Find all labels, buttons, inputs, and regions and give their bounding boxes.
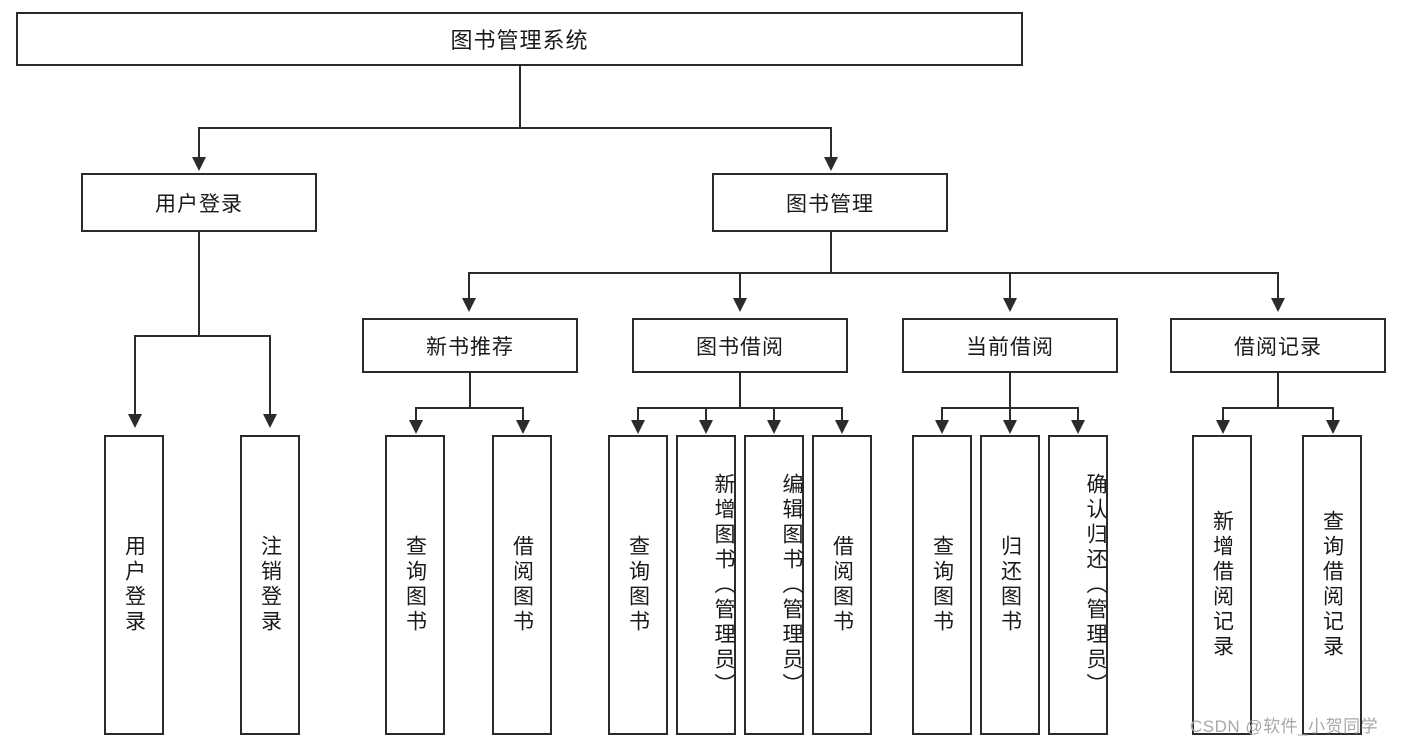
connector-bm-to-current-borrow [1009, 272, 1011, 299]
node-label: 新书推荐 [426, 335, 514, 359]
connector-bm-to-book-borrow [739, 272, 741, 299]
connector-borrow-record-bus [1222, 407, 1332, 409]
arrow-bm-to-borrow-record [1271, 298, 1285, 312]
node-label: 借阅图书 [830, 535, 854, 635]
node-borrow-record[interactable]: 借阅记录 [1170, 318, 1386, 373]
connector-bb-to-leaf-1 [637, 407, 639, 421]
connector-book-management-stem [830, 232, 832, 273]
connector-book-borrow-bus [637, 407, 842, 409]
connector-cb-to-leaf-2 [1009, 407, 1011, 421]
node-new-book-recommend[interactable]: 新书推荐 [362, 318, 578, 373]
connector-new-book-stem [469, 373, 471, 408]
arrow-bb-to-leaf-3 [767, 420, 781, 434]
connector-root-to-book-management [830, 127, 832, 158]
connector-user-login-bus [134, 335, 270, 337]
node-label: 归还图书 [998, 535, 1022, 635]
watermark-text: CSDN @软件_小贺同学 [1190, 717, 1379, 736]
connector-bb-to-leaf-3 [773, 407, 775, 421]
leaf-query-book-current[interactable]: 查询图书 [912, 435, 972, 735]
connector-root-bus [198, 127, 831, 129]
arrow-bm-to-new-book [462, 298, 476, 312]
node-label: 用户登录 [122, 535, 146, 635]
node-book-management[interactable]: 图书管理 [712, 173, 948, 232]
connector-bm-to-borrow-record [1277, 272, 1279, 299]
node-label: 图书借阅 [696, 335, 784, 359]
arrow-bm-to-current-borrow [1003, 298, 1017, 312]
arrow-user-login-to-leaf-2 [263, 414, 277, 428]
connector-user-login-to-leaf-1 [134, 335, 136, 415]
node-label: 图书管理系统 [450, 28, 589, 53]
leaf-query-book-recommend[interactable]: 查询图书 [385, 435, 445, 735]
leaf-query-borrow-record[interactable]: 查询借阅记录 [1302, 435, 1362, 735]
arrow-bm-to-book-borrow [733, 298, 747, 312]
connector-cb-to-leaf-1 [941, 407, 943, 421]
connector-current-borrow-stem [1009, 373, 1011, 408]
connector-user-login-to-leaf-2 [269, 335, 271, 415]
arrow-bb-to-leaf-2 [699, 420, 713, 434]
node-label: 借阅图书 [510, 535, 534, 635]
node-label: 确认归还（管理员） [1084, 472, 1107, 698]
leaf-edit-book-admin[interactable]: 编辑图书（管理员） [744, 435, 804, 735]
arrow-cb-to-leaf-2 [1003, 420, 1017, 434]
node-label: 注销登录 [258, 535, 282, 635]
arrow-br-to-leaf-1 [1216, 420, 1230, 434]
connector-root-stem [519, 66, 521, 128]
node-label: 新增借阅记录 [1210, 510, 1234, 660]
arrow-root-to-user-login [192, 157, 206, 171]
node-label: 用户登录 [155, 192, 243, 216]
leaf-user-login[interactable]: 用户登录 [104, 435, 164, 735]
arrow-bb-to-leaf-1 [631, 420, 645, 434]
node-root-book-management-system[interactable]: 图书管理系统 [16, 12, 1023, 66]
node-label: 查询图书 [930, 535, 954, 635]
arrow-user-login-to-leaf-1 [128, 414, 142, 428]
connector-new-book-bus [415, 407, 523, 409]
connector-bm-to-new-book [468, 272, 470, 299]
node-label: 查询借阅记录 [1320, 510, 1344, 660]
leaf-borrow-book[interactable]: 借阅图书 [812, 435, 872, 735]
arrow-cb-to-leaf-3 [1071, 420, 1085, 434]
node-label: 图书管理 [786, 192, 874, 216]
node-label: 借阅记录 [1234, 335, 1322, 359]
leaf-add-book-admin[interactable]: 新增图书（管理员） [676, 435, 736, 735]
connector-br-to-leaf-1 [1222, 407, 1224, 421]
node-book-borrow[interactable]: 图书借阅 [632, 318, 848, 373]
node-label: 查询图书 [626, 535, 650, 635]
node-label: 当前借阅 [966, 335, 1054, 359]
leaf-query-book-borrow[interactable]: 查询图书 [608, 435, 668, 735]
leaf-confirm-return-admin[interactable]: 确认归还（管理员） [1048, 435, 1108, 735]
node-label: 编辑图书（管理员） [780, 472, 803, 698]
connector-user-login-stem [198, 232, 200, 336]
connector-bb-to-leaf-4 [841, 407, 843, 421]
node-label: 查询图书 [403, 535, 427, 635]
arrow-bb-to-leaf-4 [835, 420, 849, 434]
leaf-return-book[interactable]: 归还图书 [980, 435, 1040, 735]
connector-borrow-record-stem [1277, 373, 1279, 408]
arrow-nb-to-leaf-1 [409, 420, 423, 434]
connector-nb-to-leaf-2 [522, 407, 524, 421]
connector-cb-to-leaf-3 [1077, 407, 1079, 421]
leaf-add-borrow-record[interactable]: 新增借阅记录 [1192, 435, 1252, 735]
connector-br-to-leaf-2 [1332, 407, 1334, 421]
connector-book-management-bus [468, 272, 1278, 274]
connector-nb-to-leaf-1 [415, 407, 417, 421]
node-user-login[interactable]: 用户登录 [81, 173, 317, 232]
connector-bb-to-leaf-2 [705, 407, 707, 421]
leaf-logout[interactable]: 注销登录 [240, 435, 300, 735]
connector-book-borrow-stem [739, 373, 741, 408]
arrow-cb-to-leaf-1 [935, 420, 949, 434]
leaf-borrow-book-recommend[interactable]: 借阅图书 [492, 435, 552, 735]
arrow-nb-to-leaf-2 [516, 420, 530, 434]
arrow-br-to-leaf-2 [1326, 420, 1340, 434]
node-label: 新增图书（管理员） [712, 472, 735, 698]
node-current-borrow[interactable]: 当前借阅 [902, 318, 1118, 373]
connector-root-to-user-login [198, 127, 200, 158]
arrow-root-to-book-management [824, 157, 838, 171]
